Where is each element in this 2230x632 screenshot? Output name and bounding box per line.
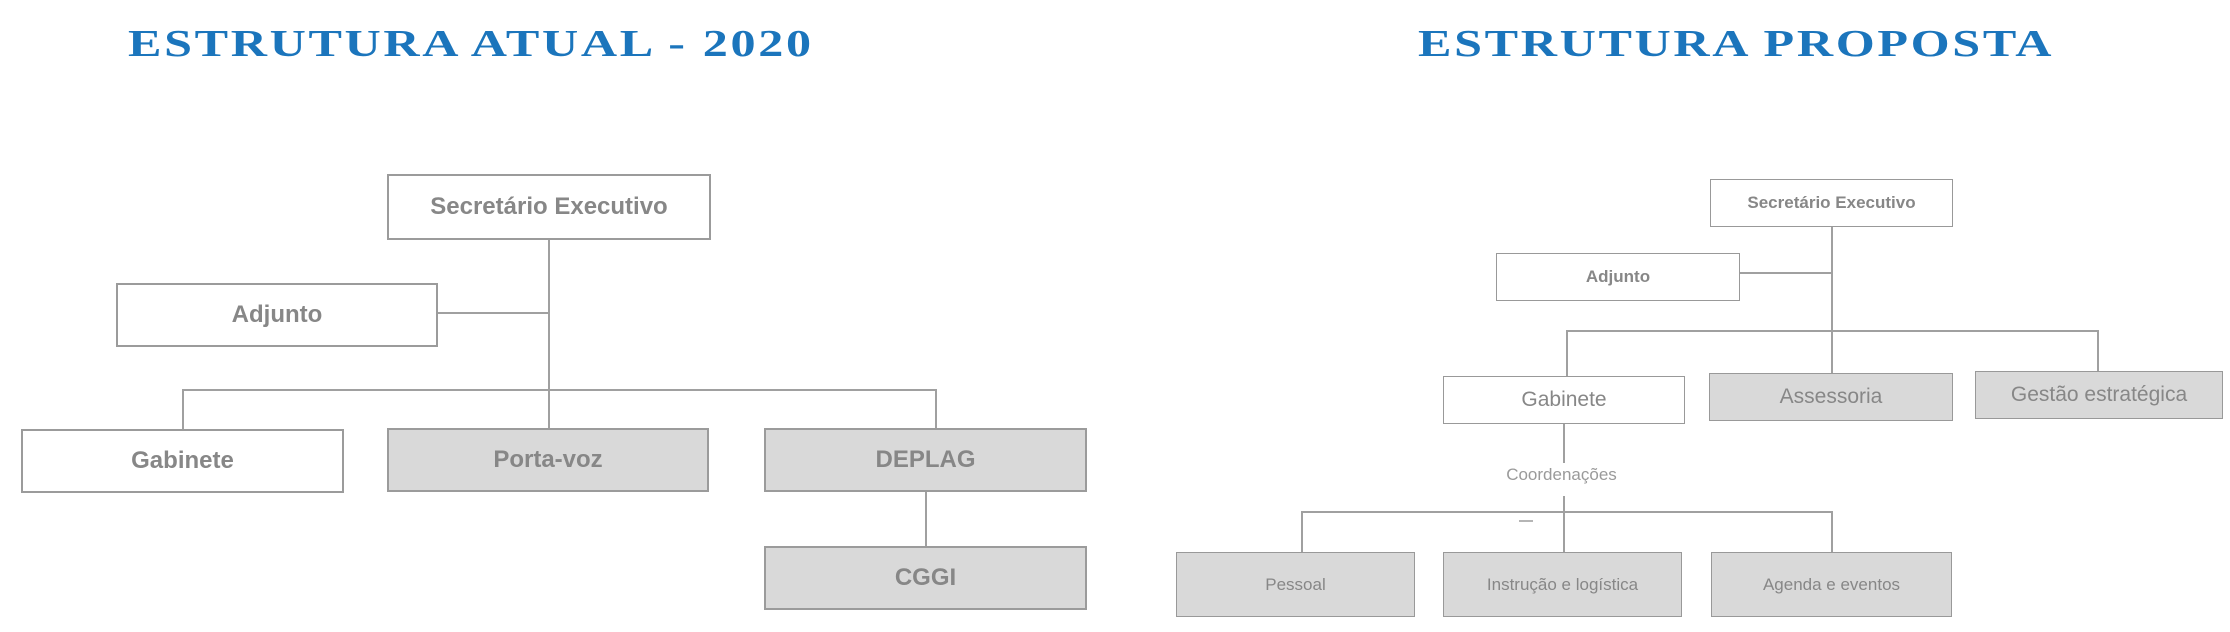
org-box-assessoria: Assessoria [1709,373,1953,421]
org-box-adjunto-proposta: Adjunto [1496,253,1740,301]
org-box-adjunto-atual: Adjunto [116,283,438,347]
connector-line [935,389,937,428]
connector-line [1831,511,1833,552]
org-label-coordenacoes: Coordenações [1506,465,1617,484]
connector-line [438,312,549,314]
stray-dash [1519,520,1533,522]
connector-line [1563,424,1565,463]
connector-line [925,492,927,546]
org-box-porta-voz: Porta-voz [387,428,709,492]
connector-line [1563,496,1565,552]
org-box-gestao-estrategica: Gestão estratégica [1975,371,2223,419]
connector-line [182,389,184,429]
org-box-secretario-executivo-proposta: Secretário Executivo [1710,179,1953,227]
connector-line [1566,330,1568,376]
org-box-pessoal: Pessoal [1176,552,1415,617]
chart-title-estrutura-proposta: ESTRUTURA PROPOSTA [1418,23,2055,65]
connector-line [182,389,936,391]
org-box-gabinete-proposta: Gabinete [1443,376,1685,424]
chart-title-estrutura-atual: ESTRUTURA ATUAL - 2020 [128,23,814,65]
org-box-cggi: CGGI [764,546,1087,610]
org-box-instrucao-e-logistica: Instrução e logística [1443,552,1682,617]
org-box-secretario-executivo-atual: Secretário Executivo [387,174,711,240]
connector-line [548,240,550,428]
connector-line [1301,511,1832,513]
org-box-agenda-e-eventos: Agenda e eventos [1711,552,1952,617]
org-box-deplag: DEPLAG [764,428,1087,492]
connector-line [1301,511,1303,552]
connector-line [2097,330,2099,371]
org-box-gabinete-atual: Gabinete [21,429,344,493]
connector-line [1831,227,1833,373]
connector-line [1740,272,1831,274]
connector-line [1566,330,2098,332]
